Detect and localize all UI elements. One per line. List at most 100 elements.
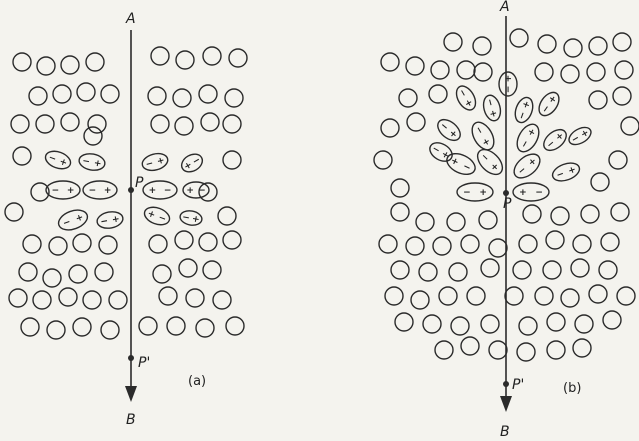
dipole-sign: + bbox=[479, 188, 487, 198]
molecule-circle bbox=[460, 234, 480, 254]
dipole-sign: − bbox=[52, 186, 60, 196]
dipole-molecule: −+ bbox=[476, 148, 504, 176]
molecule-circle bbox=[588, 90, 608, 110]
dipole-ellipse bbox=[456, 182, 494, 202]
dipole-ellipse bbox=[78, 153, 106, 171]
molecule-circle bbox=[612, 32, 632, 52]
molecule-circle bbox=[430, 60, 450, 80]
molecule-circle bbox=[82, 290, 102, 310]
point-p-b bbox=[503, 190, 509, 196]
dipole-sign: − bbox=[484, 98, 496, 108]
molecule-circle bbox=[30, 182, 50, 202]
dipole-sign: − bbox=[461, 162, 472, 174]
dipole-molecule: +− bbox=[182, 181, 210, 199]
dipole-ellipse bbox=[180, 153, 204, 173]
point-p-prime-a bbox=[128, 355, 134, 361]
dipole-molecule: −+ bbox=[78, 153, 106, 171]
dipole-sign: + bbox=[74, 213, 85, 225]
dipole-sign: − bbox=[81, 156, 90, 167]
molecule-circle bbox=[418, 262, 438, 282]
molecule-circle bbox=[390, 260, 410, 280]
dipole-ellipse bbox=[512, 182, 550, 202]
molecule-circle bbox=[560, 288, 580, 308]
molecule-circle bbox=[580, 204, 600, 224]
dipole-sign: + bbox=[449, 156, 460, 168]
molecule-circle bbox=[410, 290, 430, 310]
dipole-sign: − bbox=[62, 217, 73, 229]
label-p-prime-a: P' bbox=[138, 355, 150, 371]
dipole-sign: − bbox=[519, 139, 531, 151]
dipole-ellipse bbox=[179, 210, 203, 226]
label-b-bottom-b: B bbox=[500, 424, 510, 440]
dipole-sign: + bbox=[67, 186, 75, 196]
molecule-circle bbox=[228, 48, 248, 68]
point-p-prime-b bbox=[503, 381, 509, 387]
dipole-group-a: −+−+−++−−+−++−+−−+−++−−+ bbox=[44, 150, 210, 231]
label-p-prime-b: P' bbox=[512, 377, 524, 393]
dipole-molecule: −+ bbox=[96, 211, 124, 229]
molecule-circle bbox=[52, 84, 72, 104]
dipole-molecule: −+ bbox=[57, 209, 89, 231]
dipole-sign: + bbox=[526, 127, 538, 139]
dipole-ellipse bbox=[516, 123, 540, 153]
molecule-circle bbox=[58, 287, 78, 307]
molecule-circle bbox=[560, 64, 580, 84]
molecule-circle bbox=[534, 62, 554, 82]
arrow-head-a bbox=[125, 386, 137, 402]
dipole-ellipse bbox=[538, 91, 560, 117]
molecule-circle bbox=[198, 182, 218, 202]
dipole-sign: − bbox=[478, 152, 490, 164]
panel-a: −+−+−++−−+−++−+−−+−++−−+ A P P' B (a) bbox=[4, 11, 248, 428]
dipole-molecule: −+ bbox=[471, 121, 495, 151]
molecule-circle bbox=[12, 52, 32, 72]
molecule-grid-a bbox=[4, 46, 248, 340]
molecule-circle bbox=[586, 62, 606, 82]
dipole-ellipse bbox=[498, 71, 518, 97]
molecule-circle bbox=[18, 262, 38, 282]
molecule-circle bbox=[147, 86, 167, 106]
molecule-circle bbox=[150, 114, 170, 134]
molecule-circle bbox=[380, 118, 400, 138]
dipole-sign: + bbox=[149, 186, 157, 196]
dipole-molecule: +− bbox=[180, 153, 204, 173]
dipole-molecule: +− bbox=[143, 206, 171, 226]
molecule-circle bbox=[12, 146, 32, 166]
dipole-sign: + bbox=[504, 75, 514, 83]
molecule-circle bbox=[94, 262, 114, 282]
dipole-ellipse bbox=[142, 180, 178, 200]
molecule-circle bbox=[612, 86, 632, 106]
dipole-sign: − bbox=[89, 186, 97, 196]
dipole-molecule: −+ bbox=[498, 71, 518, 97]
molecule-circle bbox=[390, 202, 410, 222]
dipole-sign: − bbox=[517, 111, 529, 122]
molecule-circle bbox=[572, 338, 592, 358]
molecule-circle bbox=[380, 52, 400, 72]
dipole-ellipse bbox=[543, 128, 567, 152]
dipole-ellipse bbox=[182, 181, 210, 199]
molecule-circle bbox=[222, 114, 242, 134]
molecule-circle bbox=[225, 316, 245, 336]
dipole-sign: − bbox=[463, 188, 471, 198]
molecule-circle bbox=[602, 310, 622, 330]
dipole-ellipse bbox=[514, 96, 534, 124]
molecule-circle bbox=[22, 234, 42, 254]
dipole-molecule: +− bbox=[512, 182, 550, 202]
dipole-sign: + bbox=[579, 128, 591, 140]
molecule-circle bbox=[222, 230, 242, 250]
molecule-circle bbox=[598, 260, 618, 280]
dipole-sign: + bbox=[93, 158, 102, 169]
molecule-circle bbox=[572, 234, 592, 254]
dipole-ellipse bbox=[455, 85, 477, 111]
molecule-circle bbox=[202, 46, 222, 66]
dipole-sign: + bbox=[547, 94, 560, 106]
molecule-circle bbox=[542, 260, 562, 280]
molecule-circle bbox=[550, 206, 570, 226]
molecule-circle bbox=[588, 36, 608, 56]
molecule-circle bbox=[415, 212, 435, 232]
molecule-circle bbox=[76, 82, 96, 102]
molecule-circle bbox=[405, 236, 425, 256]
molecule-circle bbox=[224, 88, 244, 108]
molecule-circle bbox=[574, 314, 594, 334]
molecule-circle bbox=[60, 112, 80, 132]
dipole-molecule: −+ bbox=[45, 180, 81, 200]
